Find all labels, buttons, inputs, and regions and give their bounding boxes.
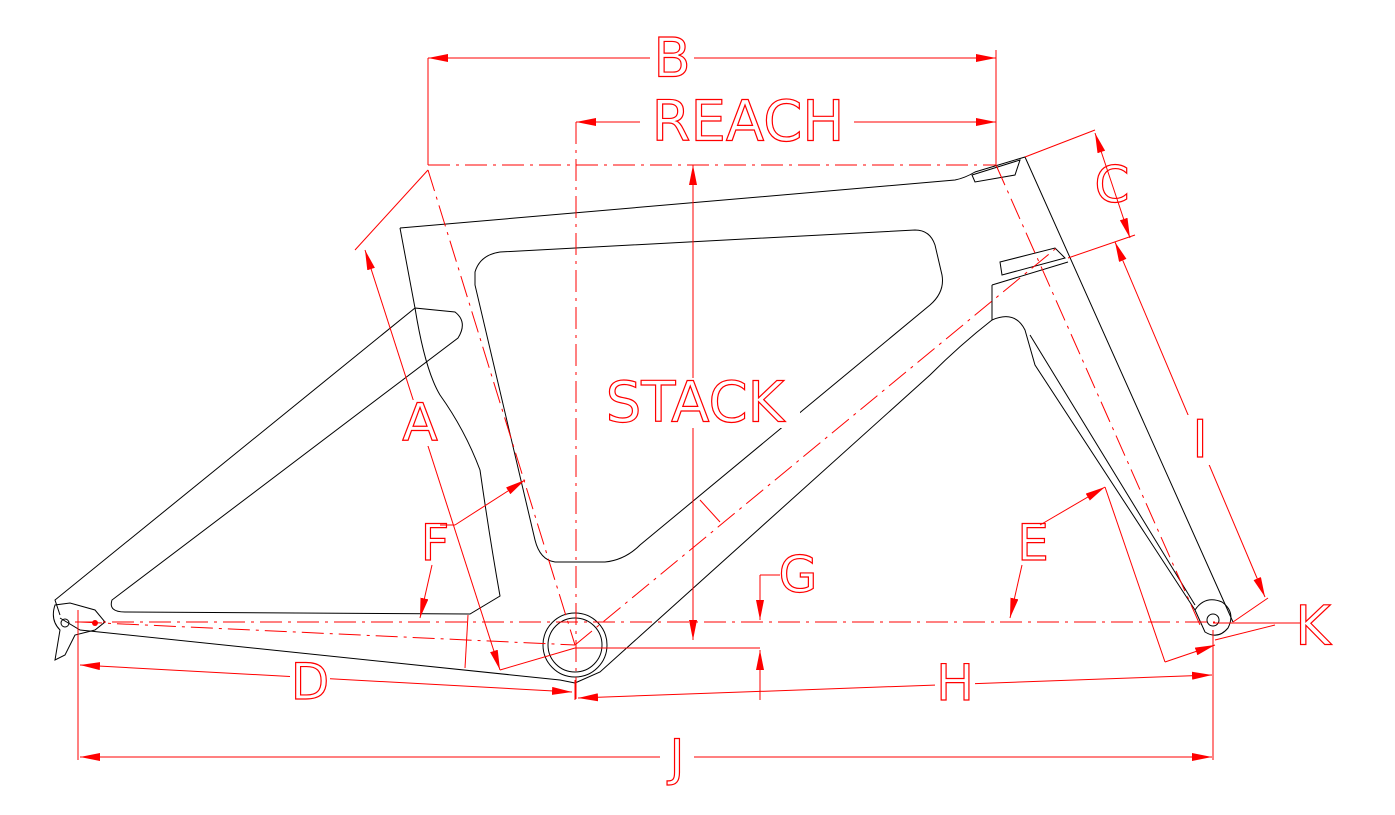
fork-crown: [1029, 334, 1196, 606]
headset-lower: [991, 247, 1069, 286]
dimension-e-pointer: [1039, 486, 1106, 526]
label-k: K: [1295, 595, 1332, 658]
dimension-f-pointer: [454, 479, 526, 526]
label-i: I: [1192, 410, 1207, 470]
down-tube-lower: [991, 316, 1196, 611]
label-stack: STACK: [606, 371, 786, 436]
label-j: J: [667, 729, 685, 787]
chainstay-axis: [79, 621, 576, 646]
dimension-c: [1094, 132, 1131, 239]
label-h: H: [936, 654, 974, 712]
label-g: G: [779, 546, 818, 604]
bottom-bracket: [542, 612, 608, 678]
down-tube-edge: [574, 285, 993, 684]
bottom-bracket-inner: [547, 617, 603, 673]
dimension-a: [364, 249, 501, 671]
front-dropout: [1194, 599, 1232, 636]
dimension-labels: B REACH C STACK A I F E G D H J K: [290, 26, 1333, 788]
label-a: A: [402, 393, 438, 453]
rear-axle: [60, 618, 70, 628]
dimension-h: [577, 671, 1213, 702]
top-tube-outer: [399, 156, 1234, 623]
label-d: D: [291, 653, 330, 711]
down-tube-tick: [699, 499, 721, 523]
seat-tube-axis: [427, 169, 576, 646]
seat-stay: [54, 307, 416, 616]
label-reach: REACH: [652, 90, 845, 155]
down-tube-axis: [574, 244, 1061, 646]
front-axle: [1206, 613, 1220, 627]
dimensions: [77, 50, 1300, 761]
center-lines: [75, 122, 1215, 700]
headset-top: [971, 159, 1021, 183]
label-f: F: [421, 514, 450, 572]
label-b: B: [653, 27, 690, 90]
label-e: E: [1017, 514, 1049, 572]
label-c: C: [1095, 156, 1130, 214]
